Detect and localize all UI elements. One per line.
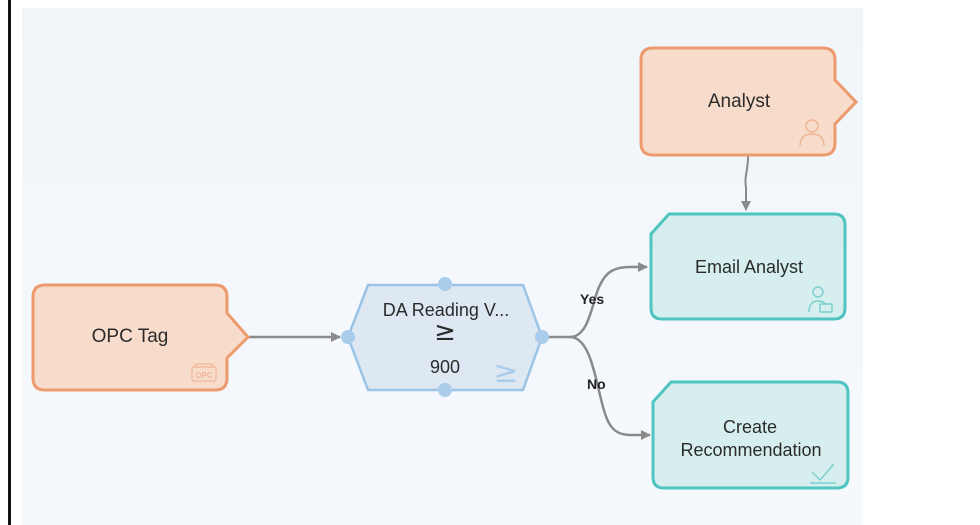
condition-port-bottom[interactable] — [438, 383, 452, 397]
opc-tag-icon: OPC — [191, 363, 217, 382]
condition-port-right[interactable] — [535, 330, 549, 344]
create-recommendation-shape — [651, 380, 850, 490]
node-create-recommendation[interactable] — [651, 380, 850, 490]
edge-label-no: No — [587, 376, 606, 392]
condition-port-left[interactable] — [341, 330, 355, 344]
opc-tag-shape — [31, 283, 251, 392]
condition-port-top[interactable] — [438, 277, 452, 291]
svg-text:OPC: OPC — [195, 371, 213, 380]
person-icon — [799, 119, 825, 147]
analyst-shape — [639, 46, 859, 157]
left-border-rule — [8, 0, 11, 525]
edge-label-yes: Yes — [580, 291, 605, 307]
node-analyst[interactable] — [639, 46, 859, 157]
greater-equal-icon: ≥ — [493, 355, 518, 390]
node-email-analyst[interactable] — [649, 212, 847, 321]
email-person-icon — [808, 286, 833, 313]
edge-condition-no[interactable] — [569, 335, 651, 440]
recommendation-icon — [810, 463, 836, 484]
node-opc-tag[interactable]: OPC — [31, 283, 251, 392]
email-analyst-shape — [649, 212, 847, 321]
edge-condition-yes[interactable] — [545, 262, 648, 339]
edge-analyst-to-email[interactable] — [741, 155, 751, 211]
node-condition[interactable]: ≥ — [341, 277, 549, 397]
